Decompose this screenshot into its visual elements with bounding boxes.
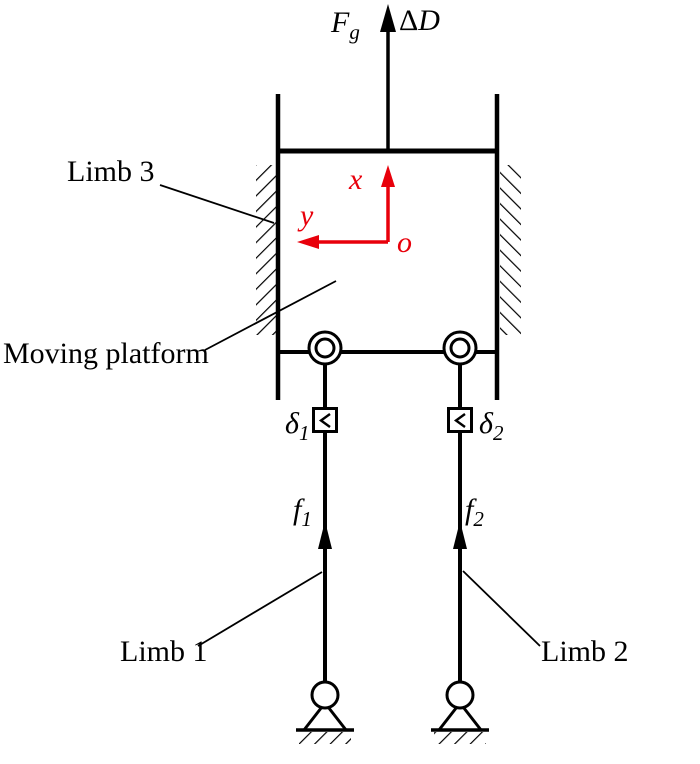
- force1-label: f1: [293, 493, 312, 531]
- force-label: Fg: [330, 6, 360, 44]
- limb2-platform-joint-inner: [449, 337, 471, 359]
- limb1-platform-joint-inner: [314, 337, 336, 359]
- limb2-sensor-mark: [453, 413, 466, 428]
- limb1-pointer-line: [197, 571, 323, 647]
- limb3-label: Limb 3: [67, 155, 155, 188]
- limb2-ground-hatching: [434, 732, 486, 744]
- limb2-ground-joint: [445, 680, 475, 710]
- limb1-ground-hatching: [299, 732, 351, 744]
- moving-platform-label: Moving platform: [3, 337, 209, 370]
- limb2-label: Limb 2: [541, 635, 629, 668]
- axis-x-label: x: [348, 163, 363, 196]
- limb1-force-arrowhead: [318, 521, 332, 549]
- limb1-ground-joint: [310, 680, 340, 710]
- force2-label: f2: [465, 493, 484, 531]
- force-arrowhead: [380, 4, 396, 32]
- limb3-pointer-line: [159, 184, 275, 224]
- delta2-label: δ2: [479, 407, 504, 445]
- x-axis-arrowhead: [381, 165, 395, 187]
- limb2-force-arrowhead: [453, 521, 467, 549]
- axis-y-label: y: [297, 199, 314, 232]
- left-wall-hatching: [256, 165, 277, 335]
- y-axis-arrowhead: [297, 235, 319, 249]
- right-wall-hatching: [500, 165, 521, 335]
- limb1-label: Limb 1: [120, 635, 208, 668]
- displacement-label: ΔD: [399, 4, 440, 37]
- moving-platform-pointer-line: [204, 280, 337, 351]
- limb2-pointer-line: [462, 570, 541, 647]
- limb2-sensor-box: [447, 407, 473, 433]
- origin-label: o: [397, 226, 412, 259]
- limb1-sensor-mark: [318, 413, 331, 428]
- delta1-label: δ1: [285, 407, 309, 445]
- limb1-sensor-box: [312, 407, 338, 433]
